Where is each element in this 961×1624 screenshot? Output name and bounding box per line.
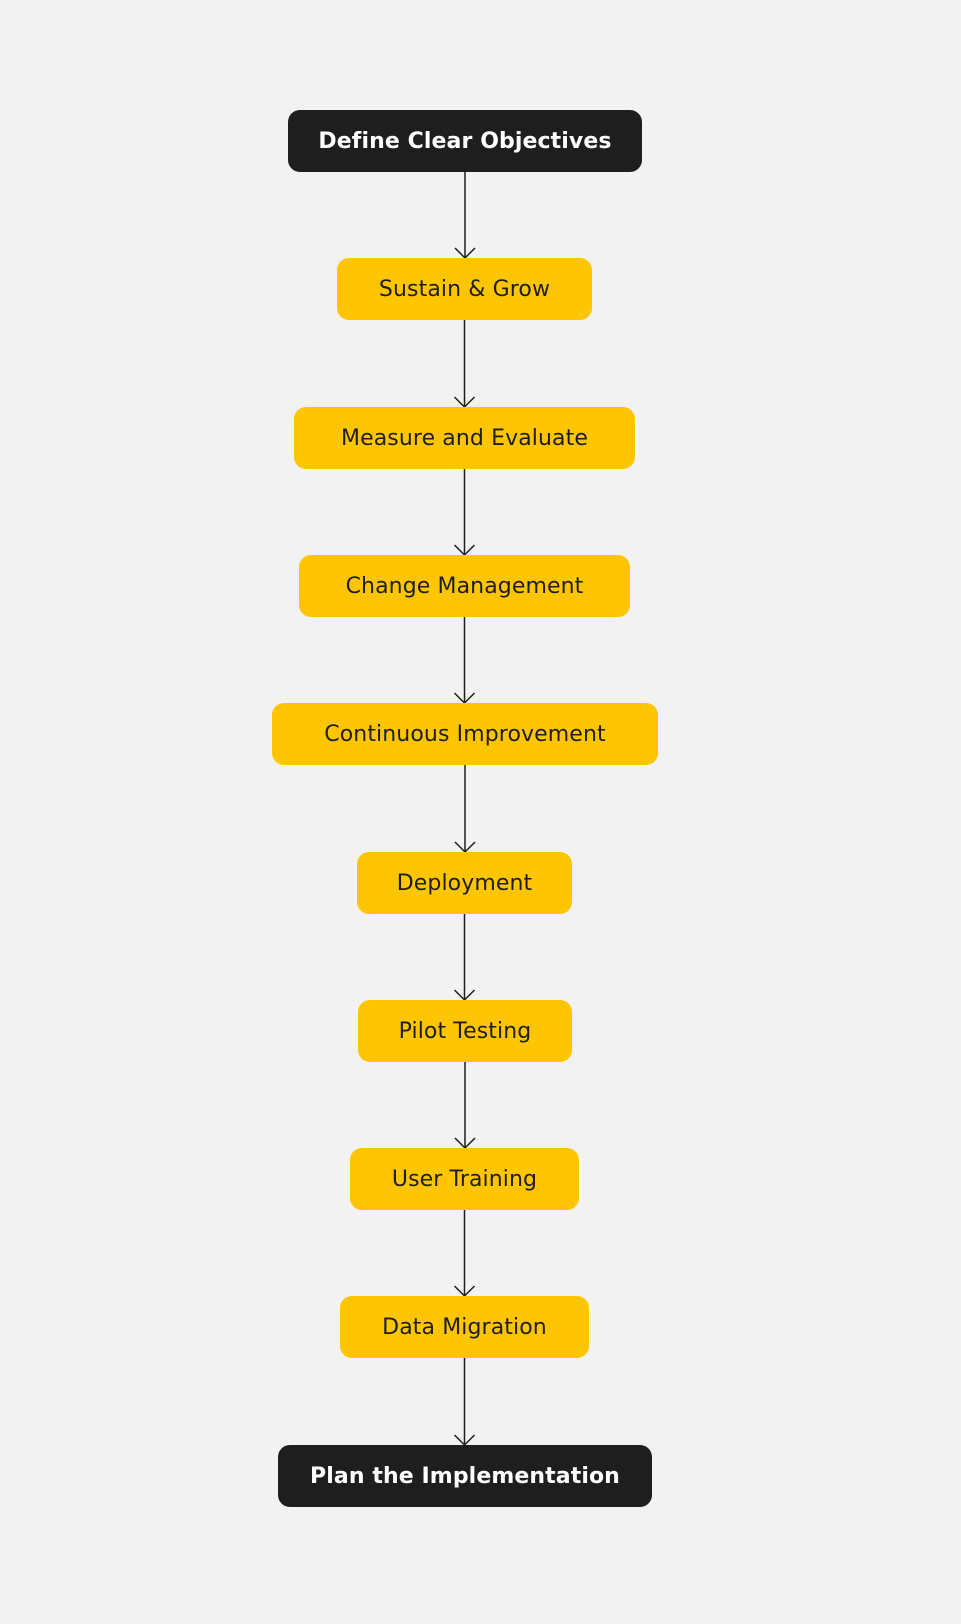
connector-arrow-3	[453, 469, 476, 557]
connector-arrow-9	[453, 1358, 476, 1447]
node-change-management[interactable]: Change Management	[299, 555, 630, 617]
connector-arrow-8	[453, 1210, 476, 1298]
node-define-clear-objectives[interactable]: Define Clear Objectives	[288, 110, 642, 172]
node-sustain-and-grow[interactable]: Sustain & Grow	[337, 258, 592, 320]
connector-arrow-5	[454, 765, 476, 854]
connector-arrow-4	[453, 617, 476, 705]
node-measure-and-evaluate[interactable]: Measure and Evaluate	[294, 407, 635, 469]
connector-arrow-2	[453, 320, 476, 409]
node-continuous-improvement[interactable]: Continuous Improvement	[272, 703, 658, 765]
node-plan-the-implementation[interactable]: Plan the Implementation	[278, 1445, 652, 1507]
node-data-migration[interactable]: Data Migration	[340, 1296, 589, 1358]
node-pilot-testing[interactable]: Pilot Testing	[358, 1000, 572, 1062]
connector-arrow-1	[454, 172, 476, 260]
connector-arrow-7	[454, 1062, 476, 1150]
node-deployment[interactable]: Deployment	[357, 852, 572, 914]
node-user-training[interactable]: User Training	[350, 1148, 579, 1210]
connector-arrow-6	[453, 914, 476, 1002]
